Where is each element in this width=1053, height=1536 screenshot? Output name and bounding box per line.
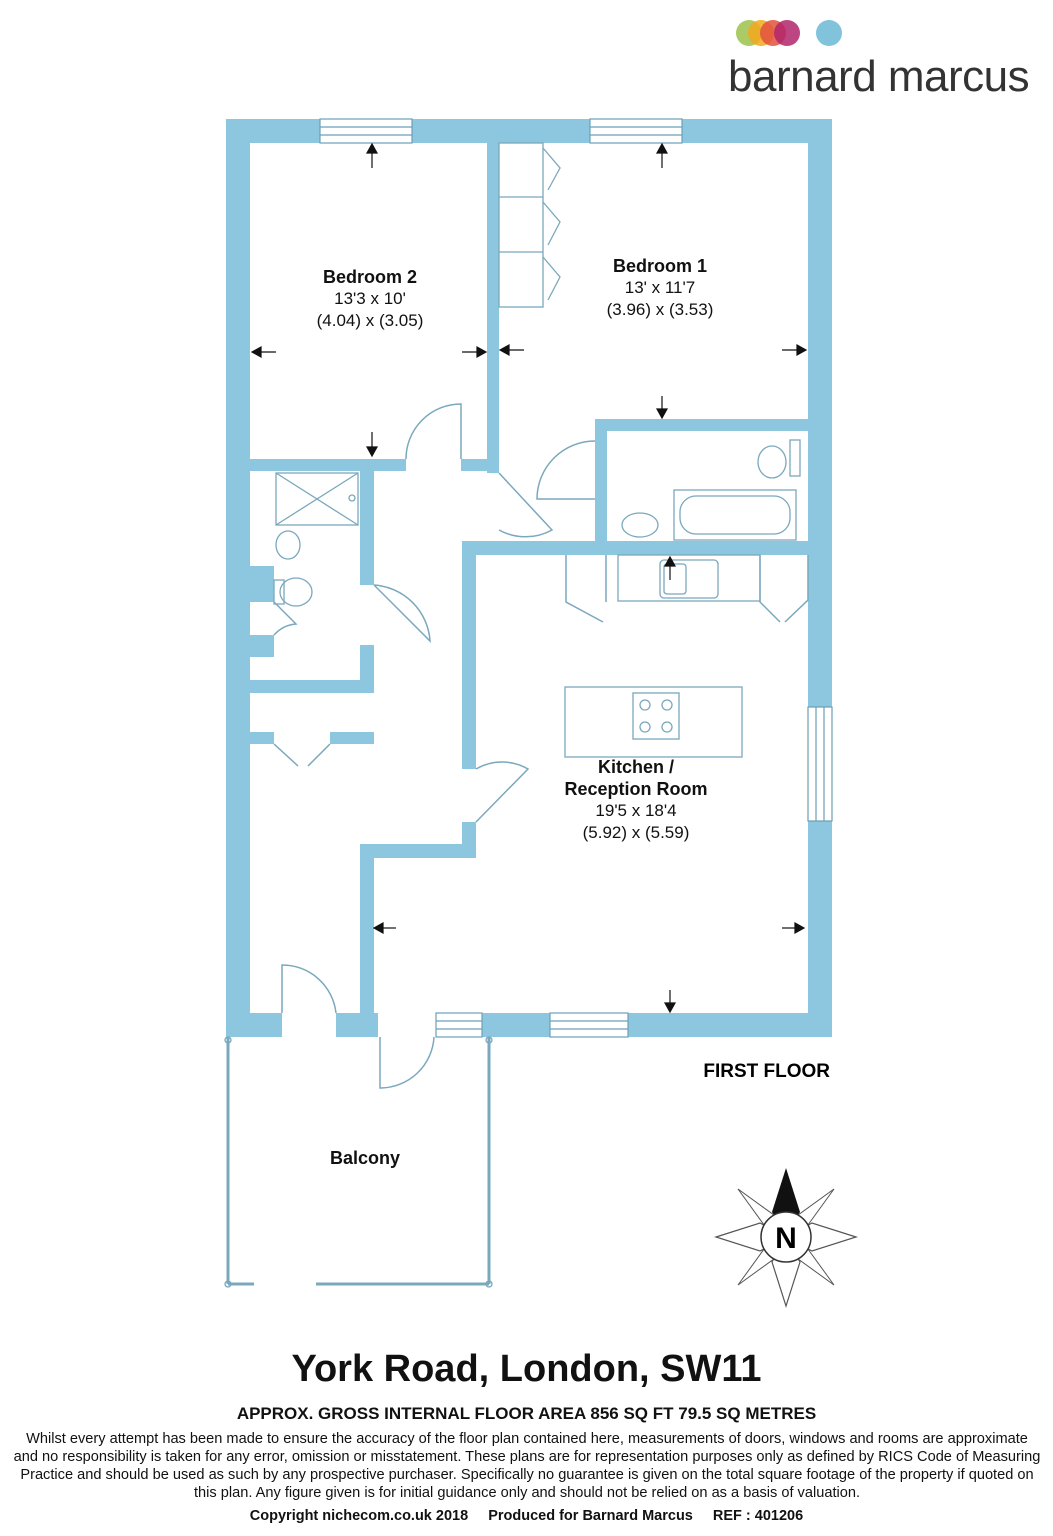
floor-label: FIRST FLOOR <box>703 1061 830 1082</box>
footer-ref: REF : 401206 <box>712 1508 804 1524</box>
doors <box>273 403 809 1089</box>
bedroom1-name: Bedroom 1 <box>613 256 707 276</box>
kitchen-name-line2: Reception Room <box>564 779 707 799</box>
bedroom1-dim-imperial: 13' x 11'7 <box>625 278 695 297</box>
balcony-name: Balcony <box>330 1148 400 1168</box>
fixtures <box>224 142 801 1288</box>
windows <box>319 118 833 1038</box>
footer: Copyright nichecom.co.uk 2018 Produced f… <box>0 1508 1053 1524</box>
brand-logo-text: barnard marcus <box>728 52 1030 101</box>
compass-icon: N <box>714 1168 858 1308</box>
bedroom2-name: Bedroom 2 <box>323 267 417 287</box>
footer-produced: Produced for Barnard Marcus <box>488 1508 693 1524</box>
bedroom2-dim-imperial: 13'3 x 10' <box>334 289 406 308</box>
walls <box>226 119 832 1037</box>
kitchen-dim-metric: (5.92) x (5.59) <box>583 823 690 842</box>
kitchen-name-line1: Kitchen / <box>598 757 674 777</box>
brand-dot <box>816 20 842 46</box>
dimension-arrows <box>250 142 808 1014</box>
brand-dot <box>774 20 800 46</box>
footer-copyright: Copyright nichecom.co.uk 2018 <box>249 1508 469 1524</box>
page-title: York Road, London, SW11 <box>291 1348 762 1390</box>
bedroom1-dim-metric: (3.96) x (3.53) <box>607 300 714 319</box>
brand-dots <box>736 20 856 50</box>
kitchen-dim-imperial: 19'5 x 18'4 <box>595 801 676 820</box>
disclaimer: Whilst every attempt has been made to en… <box>13 1431 1041 1501</box>
floor-area: APPROX. GROSS INTERNAL FLOOR AREA 856 SQ… <box>236 1404 817 1423</box>
compass-letter: N <box>775 1222 797 1255</box>
bedroom2-dim-metric: (4.04) x (3.05) <box>317 311 424 330</box>
